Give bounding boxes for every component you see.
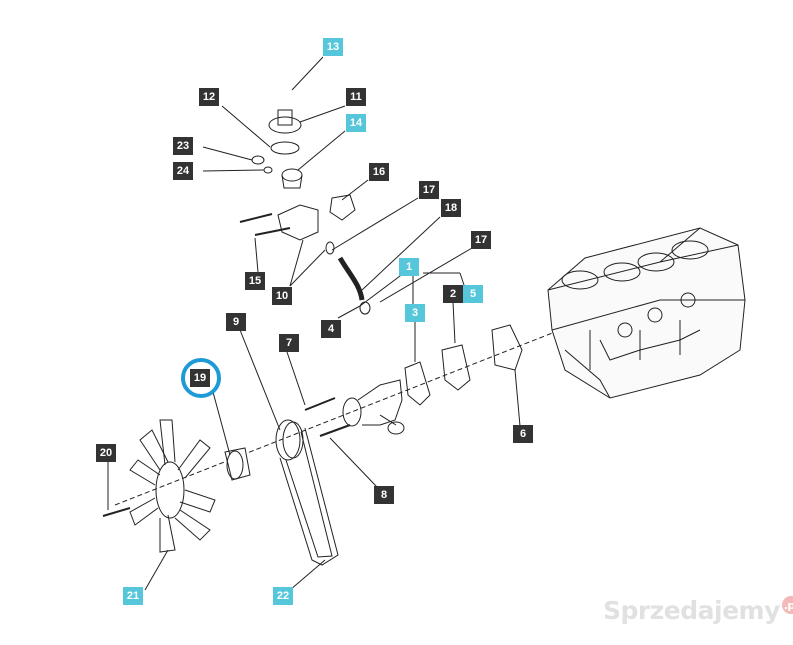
callout-22: 22 (273, 587, 293, 605)
callout-11: 11 (346, 88, 366, 106)
callout-7: 7 (279, 334, 299, 352)
water-pump (342, 379, 405, 435)
watermark-text: Sprzedajemy (603, 595, 780, 625)
cooling-fan (129, 419, 216, 553)
watermark-logo: Sprzedajemy.pl (603, 594, 793, 626)
highlight-ring (181, 358, 221, 398)
gasket-3 (404, 361, 431, 406)
callout-16: 16 (369, 163, 389, 181)
callout-24: 24 (173, 162, 193, 180)
callout-2: 2 (443, 285, 463, 303)
callout-17-lower: 17 (471, 231, 491, 249)
assembly-axis-line (114, 329, 561, 506)
bypass-hose (337, 256, 365, 301)
callout-6: 6 (513, 425, 533, 443)
callout-13: 13 (323, 38, 343, 56)
callout-19: 19 (190, 369, 210, 387)
callout-8: 8 (374, 486, 394, 504)
callout-1: 1 (399, 258, 419, 276)
callout-12: 12 (199, 88, 219, 106)
watermark-suffix: .pl (781, 596, 793, 614)
callout-3: 3 (405, 304, 425, 322)
callout-9: 9 (226, 313, 246, 331)
pulley-belt (275, 419, 339, 566)
callout-14: 14 (346, 114, 366, 132)
leader-lines (107, 56, 521, 591)
callout-15: 15 (245, 272, 265, 290)
callout-17-upper: 17 (419, 181, 439, 199)
engine-block (547, 227, 746, 399)
gasket-6 (491, 324, 523, 371)
plate-5 (441, 344, 471, 391)
callout-23: 23 (173, 137, 193, 155)
callout-5: 5 (463, 285, 483, 303)
callout-18: 18 (441, 199, 461, 217)
callout-21: 21 (123, 587, 143, 605)
callout-10: 10 (272, 287, 292, 305)
thermostat-housing (239, 109, 356, 241)
callout-4: 4 (321, 320, 341, 338)
callout-20: 20 (96, 444, 116, 462)
fan-spacer (224, 447, 251, 481)
